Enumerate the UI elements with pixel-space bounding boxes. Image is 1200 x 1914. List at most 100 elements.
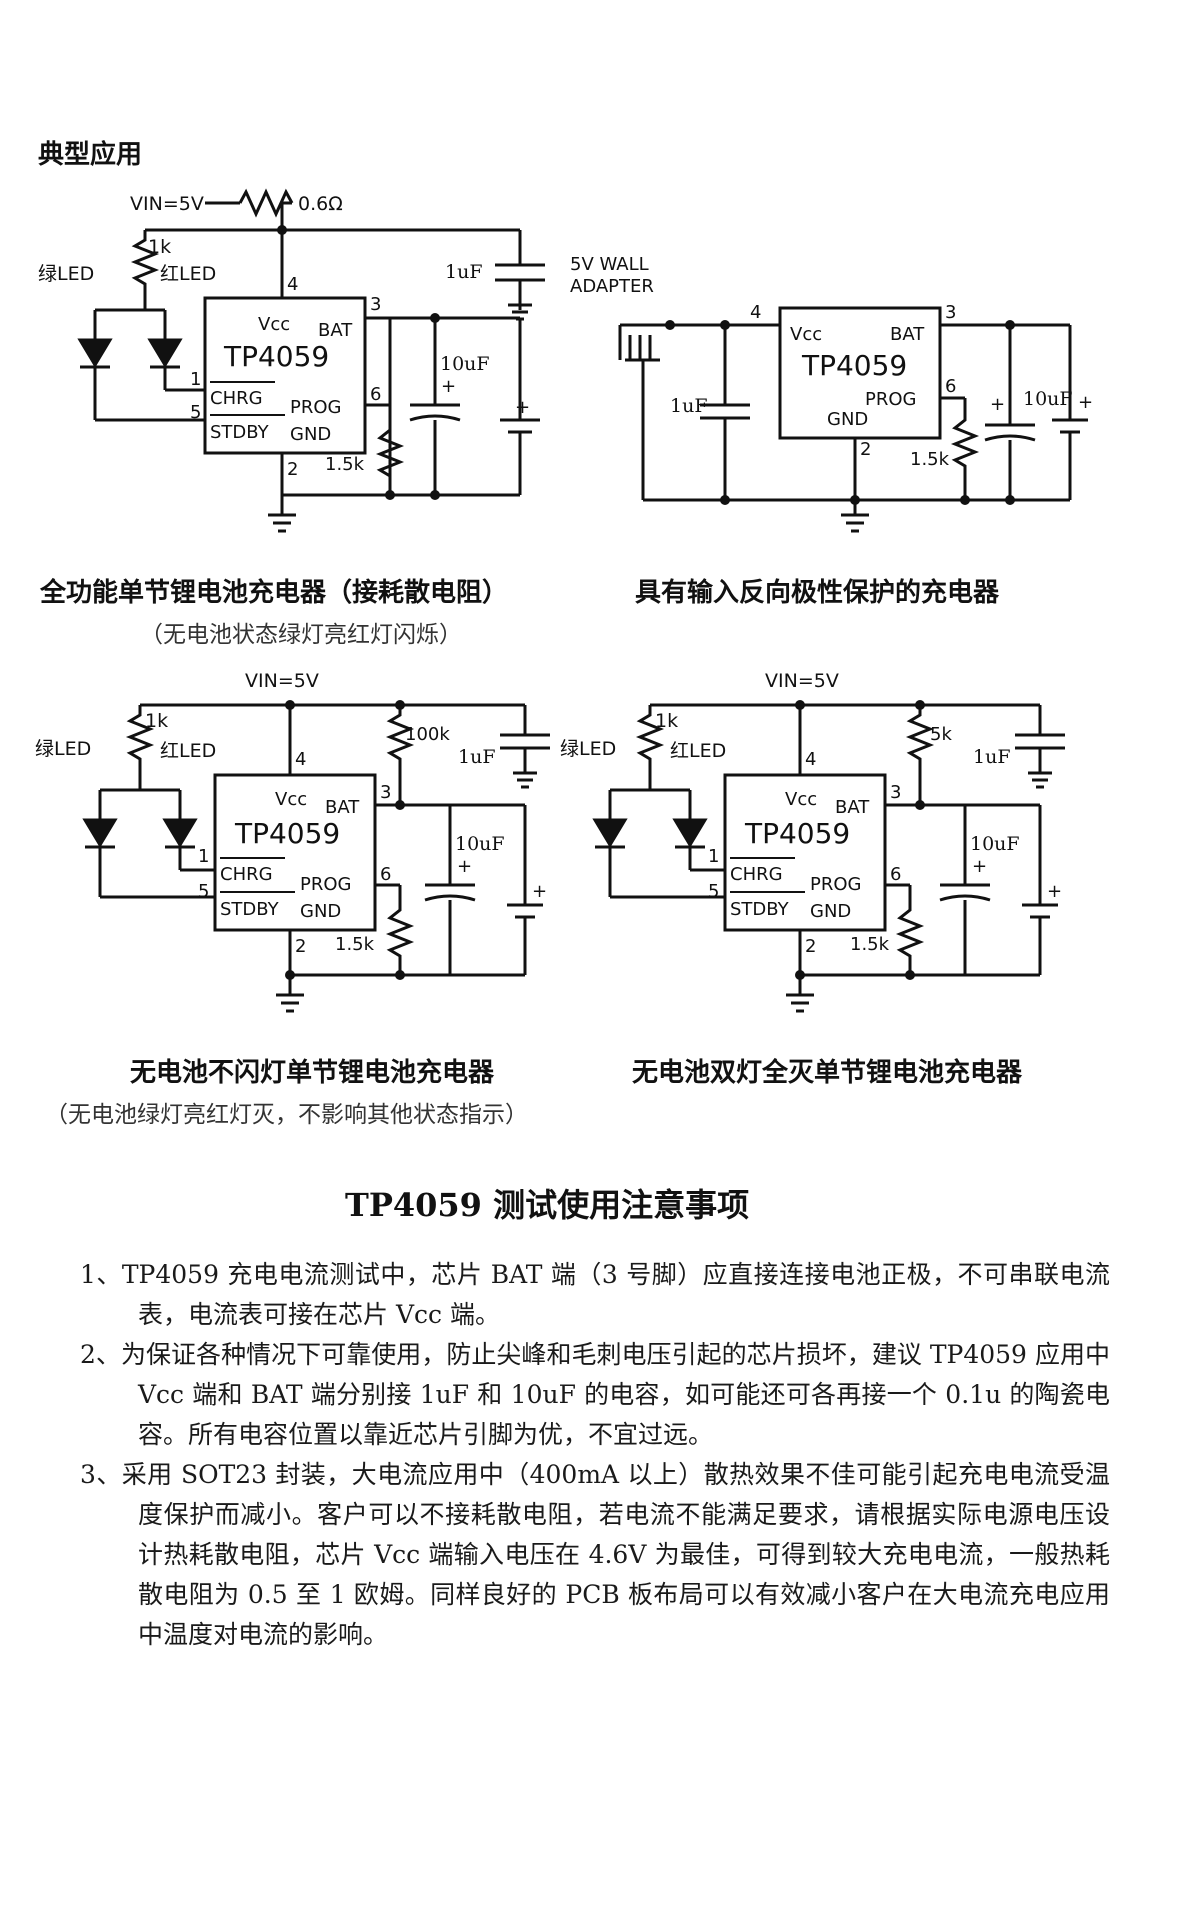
- sense-resistor-label: 0.6Ω: [298, 193, 343, 215]
- gnd-pin-label: GND: [827, 409, 868, 430]
- red-led-label: 红LED: [160, 740, 216, 762]
- prog-resistor-label: 1.5k: [910, 449, 950, 470]
- section-heading: 典型应用: [38, 140, 143, 170]
- battery-plus-sign: +: [1047, 881, 1062, 902]
- led-resistor-label: 1k: [655, 710, 678, 732]
- pin-2-label: 2: [805, 936, 816, 957]
- pin-3-label: 3: [370, 294, 381, 315]
- stdby-pin-label: STDBY: [210, 422, 270, 443]
- pin-4-label: 4: [287, 274, 298, 295]
- prog-resistor-label: 1.5k: [335, 934, 375, 955]
- pin-6-label: 6: [890, 864, 901, 885]
- stdby-pin-label: STDBY: [220, 899, 280, 920]
- led-resistor-label: 1k: [148, 236, 171, 258]
- circuit-2-caption: 具有输入反向极性保护的充电器: [635, 578, 1000, 608]
- chip-name: TP4059: [223, 340, 329, 373]
- notes-title: TP4059 测试使用注意事项: [345, 1186, 750, 1224]
- battery-cap-label: 10uF: [440, 353, 490, 375]
- pin-1-label: 1: [708, 846, 719, 867]
- green-led-label: 绿LED: [560, 738, 616, 760]
- prog-resistor-label: 1.5k: [325, 454, 365, 475]
- green-led-label: 绿LED: [38, 263, 94, 285]
- chip-name: TP4059: [234, 817, 340, 850]
- cap-plus-sign: +: [457, 856, 472, 877]
- pin-6-label: 6: [945, 376, 956, 397]
- prog-resistor-label: 1.5k: [850, 934, 890, 955]
- stdby-pin-label: STDBY: [730, 899, 790, 920]
- cap-plus-sign: +: [441, 376, 456, 397]
- note-item-3: 3、采用 SOT23 封装，大电流应用中（400mA 以上）散热效果不佳可能引起…: [80, 1460, 1110, 1649]
- bat-pin-label: BAT: [318, 320, 353, 341]
- input-cap-label: 1uF: [458, 746, 496, 768]
- circuit-1-subcaption: （无电池状态绿灯亮红灯闪烁）: [140, 622, 462, 648]
- circuit-diagram-3: VIN=5V 1k 绿LED 红LED 100k 1uF 4 3 Vcc BAT…: [35, 670, 550, 1013]
- pin-3-label: 3: [380, 782, 391, 803]
- chrg-pin-label: CHRG: [730, 864, 783, 885]
- pin-5-label: 5: [198, 881, 209, 902]
- battery-cap-label: 10uF: [1023, 388, 1073, 410]
- cap-plus-sign: +: [972, 856, 987, 877]
- gnd-pin-label: GND: [290, 424, 331, 445]
- vin-label: VIN=5V: [765, 670, 839, 692]
- pin-1-label: 1: [190, 369, 201, 390]
- pin-5-label: 5: [708, 881, 719, 902]
- pullup-resistor-label: 100k: [405, 724, 450, 745]
- note-item-1: 1、TP4059 充电电流测试中，芯片 BAT 端（3 号脚）应直接连接电池正极…: [80, 1260, 1110, 1329]
- pullup-resistor-label: 5k: [930, 724, 952, 745]
- circuit-3-caption: 无电池不闪灯单节锂电池充电器: [130, 1058, 495, 1088]
- red-led-label: 红LED: [670, 740, 726, 762]
- adapter-label-2: ADAPTER: [570, 276, 654, 297]
- pin-2-label: 2: [860, 439, 871, 460]
- gnd-pin-label: GND: [300, 901, 341, 922]
- prog-pin-label: PROG: [865, 389, 916, 410]
- chrg-pin-label: CHRG: [210, 388, 263, 409]
- vcc-pin-label: Vcc: [275, 789, 307, 810]
- bat-pin-label: BAT: [890, 324, 925, 345]
- pin-3-label: 3: [945, 302, 956, 323]
- bat-pin-label: BAT: [835, 797, 870, 818]
- pin-6-label: 6: [370, 384, 381, 405]
- circuit-3-subcaption: （无电池绿灯亮红灯灭，不影响其他状态指示）: [45, 1102, 528, 1128]
- circuit-1-caption: 全功能单节锂电池充电器（接耗散电阻）: [40, 578, 509, 608]
- input-cap-label: 1uF: [445, 261, 483, 283]
- chip-name: TP4059: [744, 817, 850, 850]
- pin-2-label: 2: [287, 459, 298, 480]
- cap-plus-sign: +: [990, 394, 1005, 415]
- notes-list: 1、TP4059 充电电流测试中，芯片 BAT 端（3 号脚）应直接连接电池正极…: [80, 1255, 1110, 1655]
- pin-6-label: 6: [380, 864, 391, 885]
- battery-cap-label: 10uF: [455, 833, 505, 855]
- green-led-label: 绿LED: [35, 738, 91, 760]
- prog-pin-label: PROG: [290, 397, 341, 418]
- note-item-2: 2、为保证各种情况下可靠使用，防止尖峰和毛刺电压引起的芯片损坏，建议 TP405…: [80, 1340, 1110, 1449]
- pin-4-label: 4: [750, 302, 761, 323]
- battery-plus-sign: +: [1078, 392, 1093, 413]
- vin-label: VIN=5V: [130, 193, 204, 215]
- input-cap-label: 1uF: [973, 746, 1011, 768]
- battery-plus-sign: +: [515, 397, 530, 418]
- vcc-pin-label: Vcc: [790, 324, 822, 345]
- circuit-diagram-1: VIN=5V 0.6Ω 1k 绿LED 红LED 1uF 4 3 Vcc BAT…: [38, 188, 545, 533]
- prog-pin-label: PROG: [810, 874, 861, 895]
- prog-pin-label: PROG: [300, 874, 351, 895]
- pin-2-label: 2: [295, 936, 306, 957]
- circuit-diagram-4: VIN=5V 1k 绿LED 红LED 5k 1uF 4 3 Vcc BAT T…: [560, 670, 1065, 1013]
- battery-cap-label: 10uF: [970, 833, 1020, 855]
- vin-label: VIN=5V: [245, 670, 319, 692]
- vcc-pin-label: Vcc: [785, 789, 817, 810]
- adapter-label-1: 5V WALL: [570, 254, 649, 275]
- pin-4-label: 4: [805, 749, 816, 770]
- red-led-label: 红LED: [160, 263, 216, 285]
- circuit-diagram-2: 5V WALL ADAPTER 4 3 Vcc BAT TP4059 PROG …: [570, 254, 1093, 533]
- chip-name: TP4059: [801, 349, 907, 382]
- pin-1-label: 1: [198, 846, 209, 867]
- pin-3-label: 3: [890, 782, 901, 803]
- chrg-pin-label: CHRG: [220, 864, 273, 885]
- led-resistor-label: 1k: [145, 710, 168, 732]
- bat-pin-label: BAT: [325, 797, 360, 818]
- gnd-pin-label: GND: [810, 901, 851, 922]
- pin-4-label: 4: [295, 749, 306, 770]
- pin-5-label: 5: [190, 402, 201, 423]
- battery-plus-sign: +: [532, 881, 547, 902]
- circuit-4-caption: 无电池双灯全灭单节锂电池充电器: [632, 1058, 1023, 1088]
- vcc-pin-label: Vcc: [258, 314, 290, 335]
